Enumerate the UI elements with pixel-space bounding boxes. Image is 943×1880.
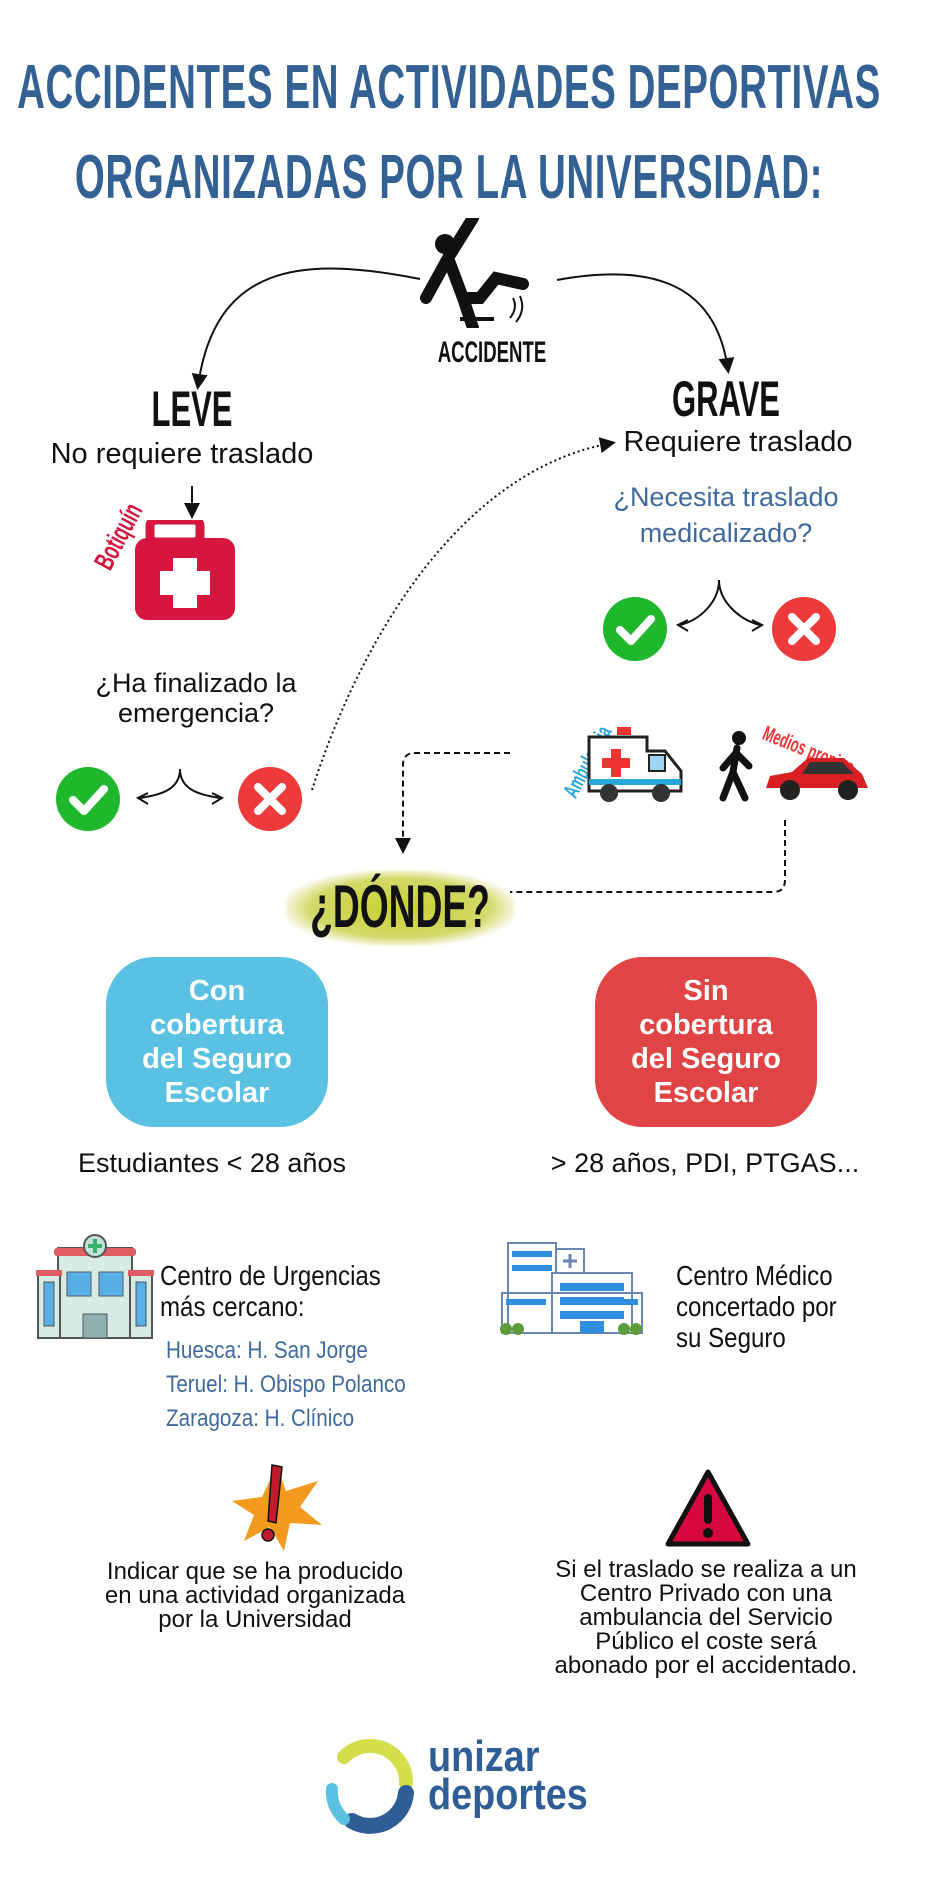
car-icon: [766, 758, 868, 800]
grave-question-1: ¿Necesita traslado: [613, 482, 839, 512]
medical-center-icon: [500, 1242, 643, 1335]
leve-question-2: emergencia?: [117, 698, 275, 728]
fork-right: [679, 579, 761, 626]
title-line-2: ORGANIZADAS POR LA UNIVERSIDAD:: [74, 143, 824, 212]
hospital-teruel: Teruel: H. Obispo Polanco: [166, 1371, 406, 1398]
grave-subtitle: Requiere traslado: [623, 426, 853, 458]
dashed-own-means-to-donde: [510, 820, 786, 893]
check-icon[interactable]: [603, 597, 667, 661]
leve-subtitle: No requiere traslado: [50, 438, 314, 470]
dashed-ambulance-to-donde: [395, 752, 510, 854]
leve-question-1: ¿Ha finalizado la: [95, 668, 297, 698]
grave-title: GRAVE: [672, 371, 780, 427]
grave-question-2: medicalizado?: [639, 518, 813, 548]
walking-person-icon: [719, 731, 753, 802]
ground-line: [460, 317, 494, 321]
accident-label: ACCIDENTE: [437, 336, 547, 369]
fork-left: [139, 768, 221, 799]
warning-triangle-icon: [665, 1469, 751, 1547]
cross-icon[interactable]: [238, 767, 302, 831]
unizar-deportes-logo-icon: [325, 1738, 414, 1834]
title-line-1: ACCIDENTES EN ACTIVIDADES DEPORTIVAS: [17, 53, 881, 122]
first-aid-kit-icon: [135, 520, 235, 620]
hospital-list: Huesca: H. San Jorge Teruel: H. Obispo P…: [166, 1334, 445, 1436]
emergency-hospital-icon: [36, 1234, 154, 1339]
arrow-to-grave: [556, 273, 735, 374]
dotted-arrow-to-grave: [311, 437, 616, 791]
leve-title: LEVE: [151, 381, 233, 437]
check-icon[interactable]: [56, 767, 120, 831]
hospital-huesca: Huesca: H. San Jorge: [166, 1337, 368, 1364]
exclamation-burst-icon: [232, 1464, 322, 1551]
con-cobertura-who: Estudiantes < 28 años: [78, 1148, 346, 1178]
donde-highlight: [285, 870, 515, 946]
ambulance-icon: [587, 727, 683, 802]
donde-label: ¿DÓNDE?: [310, 873, 490, 940]
hospital-zaragoza: Zaragoza: H. Clínico: [166, 1405, 355, 1432]
arrow-to-leve: [191, 267, 421, 390]
cross-icon[interactable]: [772, 597, 836, 661]
sin-cobertura-who: > 28 años, PDI, PTGAS...: [550, 1148, 860, 1178]
falling-person-icon: [420, 218, 529, 328]
